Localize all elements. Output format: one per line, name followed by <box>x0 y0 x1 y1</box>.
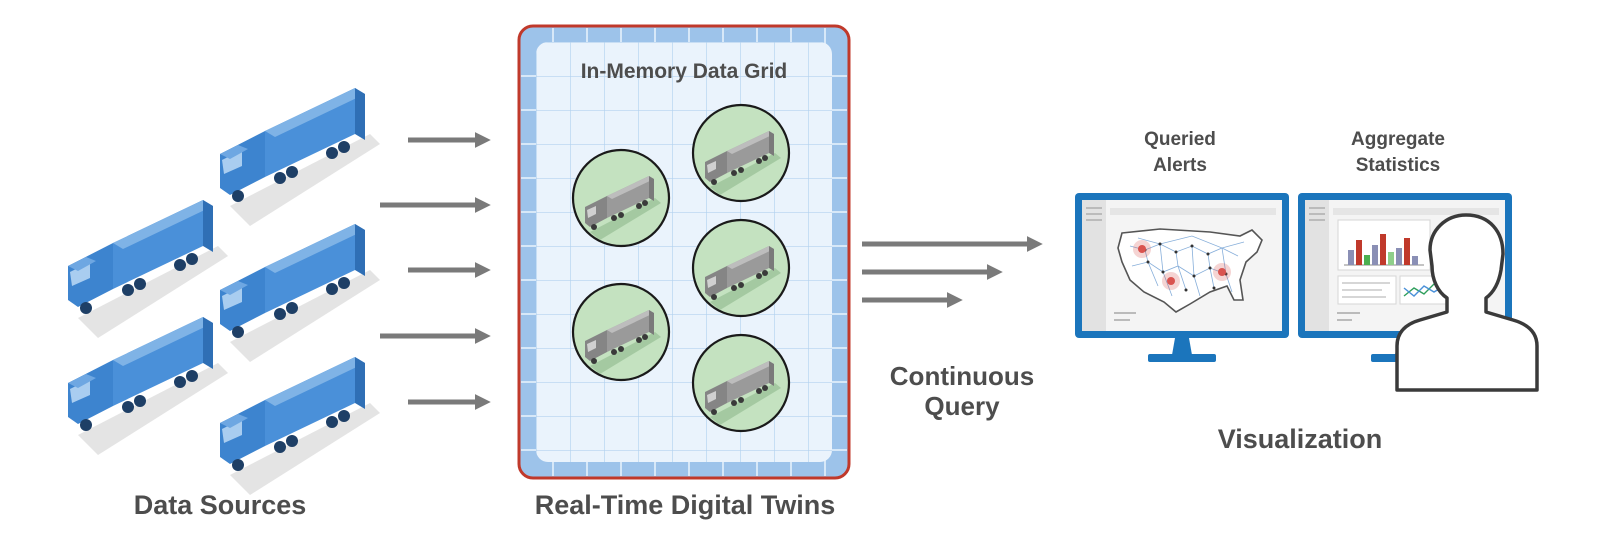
monitor-label-statistics-line1: Aggregate <box>1351 129 1445 150</box>
section-label-data-sources: Data Sources <box>133 490 307 520</box>
continuous-query-line2: Query <box>924 391 1000 421</box>
monitor-label-alerts-line2: Alerts <box>1153 155 1207 176</box>
continuous-query-line1: Continuous <box>889 361 1035 391</box>
monitor-label-statistics: Aggregate Statistics <box>1323 127 1473 179</box>
monitor-label-alerts: Queried Alerts <box>1105 127 1255 179</box>
semi-truck-icon <box>220 224 380 362</box>
monitor-label-statistics-line2: Statistics <box>1355 155 1441 176</box>
section-label-visualization: Visualization <box>1217 424 1383 454</box>
bar-chart-icon <box>1344 234 1424 266</box>
continuous-query-label: Continuous Query <box>862 361 1062 421</box>
monitor-label-alerts-line1: Queried <box>1144 129 1216 150</box>
semi-truck-icon <box>68 200 228 338</box>
user-silhouette-icon <box>1395 213 1539 392</box>
us-map-icon <box>1117 228 1263 313</box>
semi-truck-icon <box>220 88 380 226</box>
semi-truck-icon <box>68 317 228 455</box>
grid-title: In-Memory Data Grid <box>580 60 788 83</box>
in-memory-data-grid <box>517 24 851 480</box>
semi-truck-icon <box>220 357 380 495</box>
alert-marker <box>1133 240 1231 290</box>
section-label-digital-twins: Real-Time Digital Twins <box>534 490 836 520</box>
